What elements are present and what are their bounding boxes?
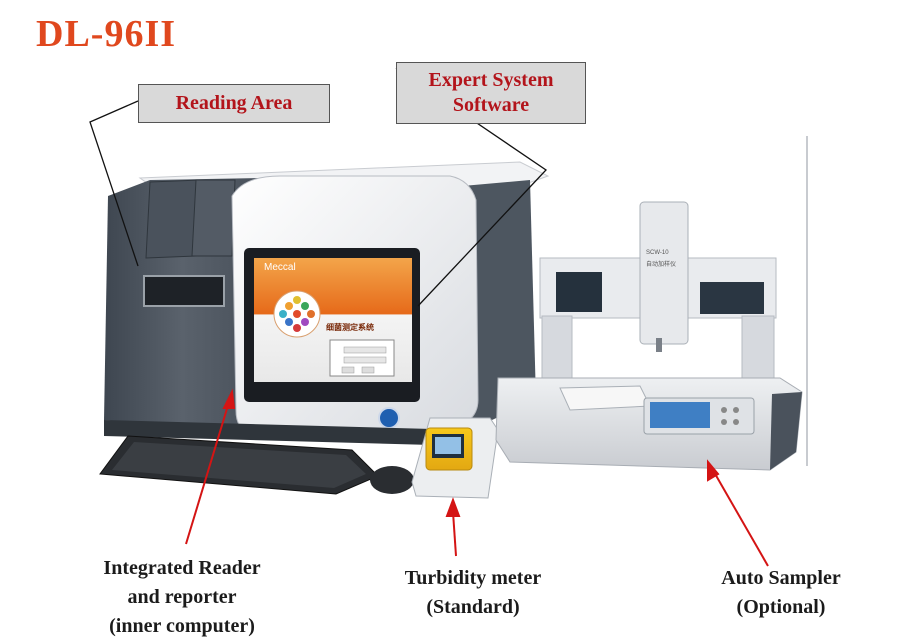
turbidity-meter [411, 417, 499, 499]
reader-arrow [185, 401, 230, 545]
page-title: DL-96II [36, 13, 177, 55]
sampler-model-label: SCW-10 [646, 250, 669, 256]
reading-area-label: Reading Area [175, 92, 293, 114]
reader-caption-line2: and reporter [127, 586, 237, 608]
keyboard [99, 435, 379, 495]
sampler-caption: Auto Sampler (Optional) [686, 564, 876, 622]
reading-area-callout: Reading Area [138, 84, 330, 123]
reader-caption-line1: Integrated Reader [103, 557, 261, 579]
expert-system-callout: Expert System Software [396, 62, 586, 124]
mouse [370, 466, 414, 494]
sampler-arrowhead [707, 459, 720, 482]
reader-arrowhead [222, 388, 236, 409]
turbidity-caption-line2: (Standard) [426, 596, 520, 618]
red-arrows [185, 388, 769, 567]
auto-sampler [495, 136, 808, 471]
turbidity-caption: Turbidity meter (Standard) [368, 564, 578, 622]
sampler-caption-line1: Auto Sampler [721, 567, 841, 589]
turbidity-caption-line1: Turbidity meter [404, 567, 542, 589]
sampler-caption-line2: (Optional) [736, 596, 826, 618]
reader-caption-line3: (inner computer) [109, 615, 255, 637]
integrated-reader-unit [104, 161, 550, 446]
reading-area-leader [89, 100, 139, 267]
turbidity-arrowhead [445, 497, 461, 517]
sampler-arrow [713, 471, 769, 567]
expert-system-label-line1: Expert System [428, 69, 554, 91]
sampler-sublabel: 自动加样仪 [646, 261, 677, 268]
expert-system-label-line2: Software [452, 94, 530, 116]
reader-caption: Integrated Reader and reporter (inner co… [62, 554, 302, 641]
turbidity-arrow [452, 511, 457, 557]
software-title-label: 细菌测定系统 [326, 323, 374, 332]
device-brand-label: Meccal [264, 262, 296, 273]
